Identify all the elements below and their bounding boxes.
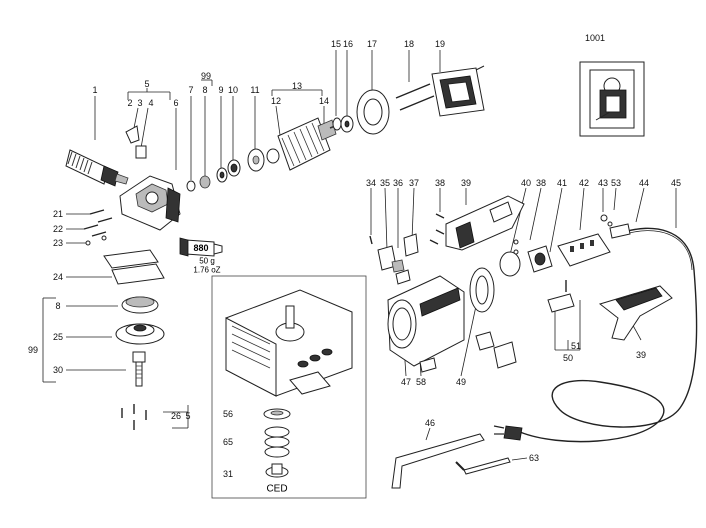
- screws-21-23: [83, 209, 113, 246]
- screws-26: [121, 404, 147, 430]
- label-part-30: 30: [52, 365, 64, 375]
- label-part-2: 2: [127, 98, 133, 108]
- label-part-38-a: 38: [434, 178, 446, 188]
- stator: [431, 65, 485, 117]
- label-part-39-b: 39: [635, 350, 647, 360]
- label-part-38-b: 38: [535, 178, 547, 188]
- gasket: [103, 249, 165, 285]
- motor-housing: [387, 267, 517, 373]
- tube-weight-g: 50 g: [199, 256, 215, 266]
- switch-parts: [369, 233, 419, 285]
- label-part-5-bottom: 5: [185, 411, 191, 421]
- label-part-18: 18: [403, 39, 415, 49]
- bearing-rings: [186, 148, 265, 192]
- label-part-44: 44: [638, 178, 650, 188]
- label-part-31: 31: [222, 469, 234, 479]
- label-part-10: 10: [227, 85, 239, 95]
- label-part-46: 46: [424, 418, 436, 428]
- label-part-43: 43: [597, 178, 609, 188]
- label-part-7: 7: [188, 85, 194, 95]
- label-part-49: 49: [455, 377, 467, 387]
- label-part-26: 26: [170, 411, 182, 421]
- spindle-assembly: [115, 296, 165, 387]
- motor-housing-shell: [429, 195, 525, 251]
- label-part-1001: 1001: [584, 33, 606, 43]
- label-part-34: 34: [365, 178, 377, 188]
- label-part-41: 41: [556, 178, 568, 188]
- detail-box-1001: [579, 61, 645, 137]
- label-part-37: 37: [408, 178, 420, 188]
- label-part-12: 12: [270, 96, 282, 106]
- label-part-1: 1: [92, 85, 98, 95]
- rear-handle: [598, 285, 673, 341]
- label-part-22: 22: [52, 224, 64, 234]
- inset-caption: CED: [266, 483, 288, 495]
- label-part-99: 99: [27, 345, 39, 355]
- grease-tube: [179, 237, 223, 257]
- label-part-45: 45: [670, 178, 682, 188]
- label-part-14: 14: [318, 96, 330, 106]
- label-part-4: 4: [148, 98, 154, 108]
- label-part-99-top: 99: [200, 71, 212, 81]
- gear-housing: [119, 125, 181, 231]
- tube-weight-oz: 1.76 oZ: [193, 265, 221, 275]
- label-part-36: 36: [392, 178, 404, 188]
- electronics-group: [499, 214, 613, 277]
- label-part-65: 65: [222, 437, 234, 447]
- label-part-13: 13: [291, 81, 303, 91]
- label-part-19: 19: [434, 39, 446, 49]
- label-part-42: 42: [578, 178, 590, 188]
- label-part-15: 15: [330, 39, 342, 49]
- power-cable: [493, 223, 698, 443]
- stator-screws: [395, 83, 435, 111]
- label-part-58: 58: [415, 377, 427, 387]
- label-part-23: 23: [52, 238, 64, 248]
- label-part-50: 50: [562, 353, 574, 363]
- side-handle: [65, 149, 129, 187]
- label-part-51: 51: [570, 341, 582, 351]
- parts-50-51: [547, 280, 575, 313]
- label-part-8: 8: [55, 301, 61, 311]
- armature: [266, 117, 347, 171]
- label-part-40: 40: [520, 178, 532, 188]
- label-part-39-a: 39: [460, 178, 472, 188]
- label-part-9: 9: [218, 85, 224, 95]
- label-part-11: 11: [250, 85, 260, 95]
- label-part-25: 25: [52, 332, 64, 342]
- label-part-21: 21: [52, 209, 64, 219]
- label-part-5: 5: [144, 79, 150, 89]
- label-part-6: 6: [173, 98, 179, 108]
- inset-ced: [211, 275, 367, 499]
- label-part-3: 3: [137, 98, 143, 108]
- tube-label: 880: [193, 243, 209, 253]
- label-part-17: 17: [366, 39, 378, 49]
- bearing-and-baffle: [332, 89, 390, 135]
- tools: [391, 433, 511, 489]
- label-part-16: 16: [342, 39, 354, 49]
- label-part-63: 63: [528, 453, 540, 463]
- label-part-47: 47: [400, 377, 412, 387]
- label-part-56: 56: [222, 409, 234, 419]
- label-part-35: 35: [379, 178, 391, 188]
- label-part-8-top: 8: [202, 85, 208, 95]
- label-part-53: 53: [610, 178, 622, 188]
- label-part-24: 24: [52, 272, 64, 282]
